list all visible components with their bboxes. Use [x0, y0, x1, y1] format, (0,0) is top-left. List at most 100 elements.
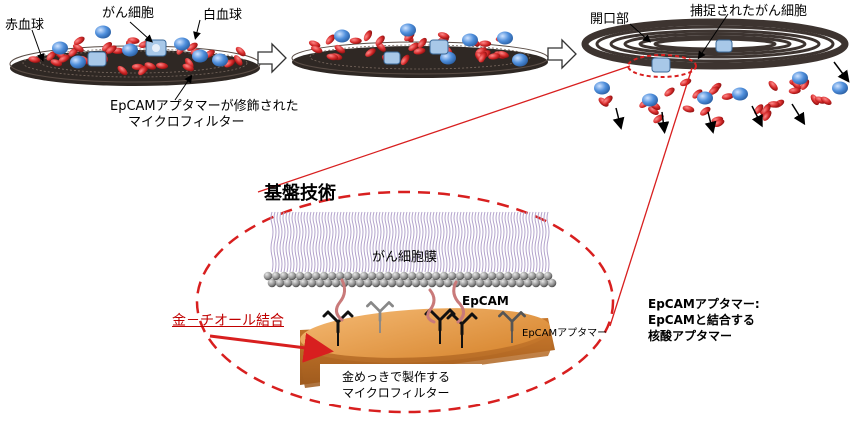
flow-arrow	[612, 107, 625, 130]
red-blood-cell	[682, 105, 695, 113]
lipid-head	[419, 278, 429, 288]
lipid-head	[323, 278, 333, 288]
lipid-head	[515, 278, 525, 288]
lipid-head	[447, 271, 457, 281]
aptamer-molecules	[322, 278, 526, 348]
lipid-tail	[399, 211, 403, 273]
red-blood-cell	[105, 45, 117, 54]
red-blood-cell	[73, 36, 85, 45]
filter-stage-1	[9, 25, 261, 86]
lipid-tail	[309, 211, 313, 273]
lipid-tail	[417, 211, 421, 273]
lipid-head	[459, 278, 469, 288]
lipid-head	[387, 278, 397, 288]
lipid-tail	[354, 211, 358, 273]
red-blood-cell	[72, 43, 84, 53]
epcam-protein	[426, 288, 436, 324]
lipid-head	[383, 271, 393, 281]
red-blood-cell	[349, 37, 362, 45]
red-blood-cell	[791, 80, 802, 90]
plate-label-box	[320, 364, 482, 404]
process-arrow-1	[257, 42, 287, 74]
filter-stage-3	[581, 18, 850, 134]
lipid-tail	[303, 211, 307, 273]
lipid-tail	[321, 211, 325, 273]
red-blood-cell	[762, 103, 771, 115]
lipid-head	[487, 271, 497, 281]
red-blood-cell	[117, 65, 128, 76]
label-filter-line2: マイクロフィルター	[128, 115, 245, 130]
lipid-head	[271, 271, 281, 281]
lipid-tail	[342, 211, 346, 273]
red-blood-cell	[488, 53, 501, 60]
aptamer	[322, 310, 354, 346]
filter-stage-2	[291, 23, 549, 78]
lipid-head	[411, 278, 421, 288]
red-blood-cell	[375, 35, 385, 46]
lipid-head	[543, 271, 553, 281]
lipid-head	[495, 271, 505, 281]
red-blood-cell	[144, 62, 156, 70]
lipid-tail	[279, 211, 283, 273]
label-plated-line1: 金めっきで製作する	[342, 370, 451, 384]
lipid-head	[467, 278, 477, 288]
lipid-tail	[393, 211, 397, 273]
aptamer	[366, 301, 394, 334]
aptamer	[446, 312, 478, 348]
lipid-head	[479, 271, 489, 281]
lipid-head	[307, 278, 317, 288]
lipid-head	[363, 278, 373, 288]
lipid-head	[519, 271, 529, 281]
red-blood-cell	[235, 46, 246, 57]
falling-red-blood-cells	[598, 78, 832, 128]
label-captured: 捕捉されたがん細胞	[690, 4, 808, 19]
lipid-tail	[408, 211, 412, 273]
lipid-head	[343, 271, 353, 281]
lipid-head	[347, 278, 357, 288]
red-blood-cell	[692, 89, 703, 99]
white-blood-cell	[594, 81, 610, 95]
lipid-tail	[306, 211, 310, 273]
cancer-cell-2	[429, 39, 449, 55]
lipid-tail	[546, 211, 550, 273]
lipid-tail	[474, 211, 478, 273]
red-blood-cell	[325, 34, 336, 45]
lipid-tail	[519, 211, 523, 273]
white-blood-cells-group-2	[334, 23, 528, 67]
red-blood-cell	[767, 101, 780, 108]
lipid-tail	[402, 211, 406, 273]
lipid-tail	[495, 211, 499, 273]
white-blood-cell	[832, 81, 848, 95]
zoom-connector-lines	[257, 65, 693, 327]
red-blood-cell	[653, 114, 664, 124]
red-blood-cell	[400, 54, 410, 66]
lipid-tail	[381, 211, 385, 273]
lipid-tail	[336, 211, 340, 273]
lipid-head	[395, 278, 405, 288]
lipid-tail	[330, 211, 334, 273]
lipid-tail	[465, 211, 469, 273]
red-blood-cell	[820, 96, 832, 106]
flow-arrow	[657, 111, 670, 134]
lipid-head	[379, 278, 389, 288]
flow-arrow	[791, 103, 806, 126]
flow-arrow	[833, 61, 850, 83]
lipid-tail	[312, 211, 316, 273]
lipid-tail	[300, 211, 304, 273]
note-line1: EpCAMアプタマー:	[648, 297, 760, 311]
lipid-head	[311, 271, 321, 281]
white-blood-cell	[642, 93, 658, 107]
lipid-tail	[438, 211, 442, 273]
lipid-tail	[540, 211, 544, 273]
lipid-tail	[477, 211, 481, 273]
lipid-tail	[504, 211, 508, 273]
lipid-head	[263, 271, 273, 281]
flow-arrows	[612, 61, 850, 134]
lipid-tail	[480, 211, 484, 273]
lipid-head	[335, 271, 345, 281]
red-blood-cell	[497, 50, 509, 59]
white-blood-cell	[462, 33, 478, 47]
lipid-head	[535, 271, 545, 281]
epcam-protein	[335, 278, 347, 322]
